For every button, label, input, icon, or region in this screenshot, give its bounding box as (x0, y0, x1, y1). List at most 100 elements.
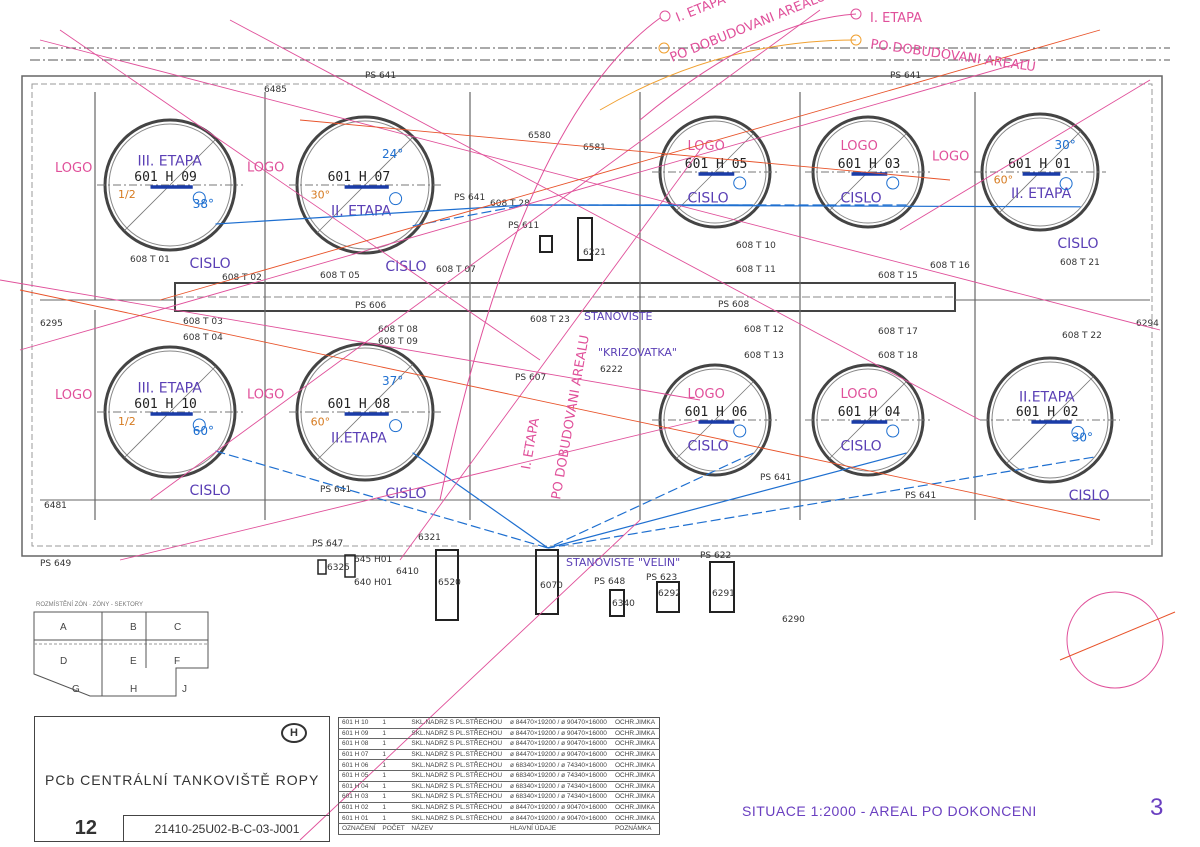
table-cell: OCHR.JIMKA (611, 802, 660, 814)
survey-line (899, 79, 1151, 231)
zone-map-title: ROZMÍSTĚNÍ ZÓN · ZÓNY - SEKTORY (36, 602, 144, 608)
sheet-number: 3 (1150, 794, 1164, 821)
cislo-placeholder: CISLO (385, 259, 426, 275)
cislo-placeholder: CISLO (190, 256, 231, 272)
tank-id: 601 H 02 (1016, 405, 1079, 420)
phase-arc (639, 13, 857, 121)
angle-note: 60° (994, 174, 1014, 187)
etapa-label: III. ETAPA (138, 381, 203, 397)
cislo-placeholder: CISLO (1057, 236, 1098, 252)
plan-label: PS 611 (508, 221, 539, 231)
title-block: H PCb CENTRÁLNÍ TANKOVIŠTĚ ROPY 12 21410… (34, 716, 330, 842)
column-header: POZNÁMKA (611, 823, 660, 835)
zone-label: B (130, 622, 137, 633)
north-arrow (1059, 611, 1176, 661)
plan-label: 6290 (782, 615, 805, 625)
plan-label: 6321 (418, 533, 441, 543)
tank-id: 601 H 10 (134, 397, 197, 412)
camera-marker (886, 176, 900, 190)
angle-label: 30° (1055, 138, 1076, 152)
plan-label: 608 T 17 (878, 327, 918, 337)
plan-label: 6325 (327, 563, 350, 573)
table-cell: OCHR.JIMKA (611, 738, 660, 750)
sightline (524, 204, 1081, 208)
table-cell: ø 84470×19200 / ø 90470×16000 (506, 728, 612, 740)
camera-marker (192, 191, 206, 205)
angle-label: 37° (382, 374, 403, 388)
table-cell: ø 84470×19200 / ø 90470×16000 (506, 802, 612, 814)
table-cell: ø 84470×19200 / ø 90470×16000 (506, 812, 612, 824)
site-boundary (21, 75, 1163, 557)
plan-label: PS 606 (355, 301, 386, 311)
column-header: POČET (379, 823, 409, 835)
sheet-index: 12 (74, 817, 97, 839)
column-header: OZNAČENÍ (338, 823, 380, 835)
plan-label: 608 T 04 (183, 333, 223, 343)
building (435, 549, 459, 621)
table-cell: ø 68340×19200 / ø 74340×16000 (506, 770, 612, 782)
angle-label: 24° (382, 147, 403, 161)
zone-label: C (174, 622, 181, 633)
station-krizovatka-label: STANOVISTE (584, 310, 653, 323)
etapa-label: II.ETAPA (331, 431, 387, 447)
table-cell: OCHR.JIMKA (611, 728, 660, 740)
angle-label: 38° (193, 197, 214, 211)
tank-id: 601 H 03 (838, 157, 901, 172)
table-cell: 601 H 10 (338, 717, 380, 729)
plan-label: 608 T 10 (736, 241, 776, 251)
building (609, 589, 625, 617)
building (656, 581, 680, 613)
table-cell: OCHR.JIMKA (611, 812, 660, 824)
tank-diagonal (676, 133, 754, 211)
plan-label: 608 T 09 (378, 337, 418, 347)
plan-label: 6581 (583, 143, 606, 153)
table-cell: OCHR.JIMKA (611, 717, 660, 729)
zone-label: F (174, 656, 180, 667)
survey-line (119, 419, 701, 561)
logo-placeholder: LOGO (55, 161, 92, 176)
plan-label: PS 641 (890, 71, 921, 81)
logo-placeholder: LOGO (55, 388, 92, 403)
plan-label: 608 T 15 (878, 271, 918, 281)
angle-label: 30° (1072, 431, 1093, 445)
north-circle (1066, 591, 1164, 689)
phase-label: PO DOBUDOVANI AREALU (549, 334, 593, 501)
table-cell: OCHR.JIMKA (611, 781, 660, 793)
plan-label: 6292 (658, 589, 681, 599)
building (577, 217, 593, 261)
table-cell: SKL.NADRZ S PL.STŘECHOU (408, 717, 507, 729)
tank-diagonal (999, 131, 1081, 213)
survey-line (149, 9, 821, 501)
table-cell: SKL.NADRZ S PL.STŘECHOU (408, 791, 507, 803)
zone-label: D (60, 656, 67, 667)
table-cell: SKL.NADRZ S PL.STŘECHOU (408, 802, 507, 814)
phase-label: I. ETAPA (870, 11, 922, 26)
company-logo: H (281, 723, 307, 743)
camera-marker (886, 424, 900, 438)
cislo-placeholder: CISLO (688, 438, 729, 454)
zone-label: J (182, 684, 187, 695)
site-structure (21, 47, 1170, 621)
table-cell: SKL.NADRZ S PL.STŘECHOU (408, 812, 507, 824)
cislo-placeholder: CISLO (1069, 488, 1110, 504)
plan-label: PS 608 (718, 300, 749, 310)
plan-label: PS 641 (320, 485, 351, 495)
plan-label: 608 T 03 (183, 317, 223, 327)
table-cell: 601 H 08 (338, 738, 380, 750)
phase-arc (599, 39, 857, 111)
plan-label: 608 T 21 (1060, 258, 1100, 268)
survey-line (159, 29, 1101, 301)
tank-diagonal (124, 139, 216, 231)
plan-label: 608 T 12 (744, 325, 784, 335)
plan-label: 608 T 07 (436, 265, 476, 275)
table-cell: 1 (379, 738, 409, 750)
sightline (547, 452, 754, 549)
tank-id: 601 H 05 (685, 157, 748, 172)
